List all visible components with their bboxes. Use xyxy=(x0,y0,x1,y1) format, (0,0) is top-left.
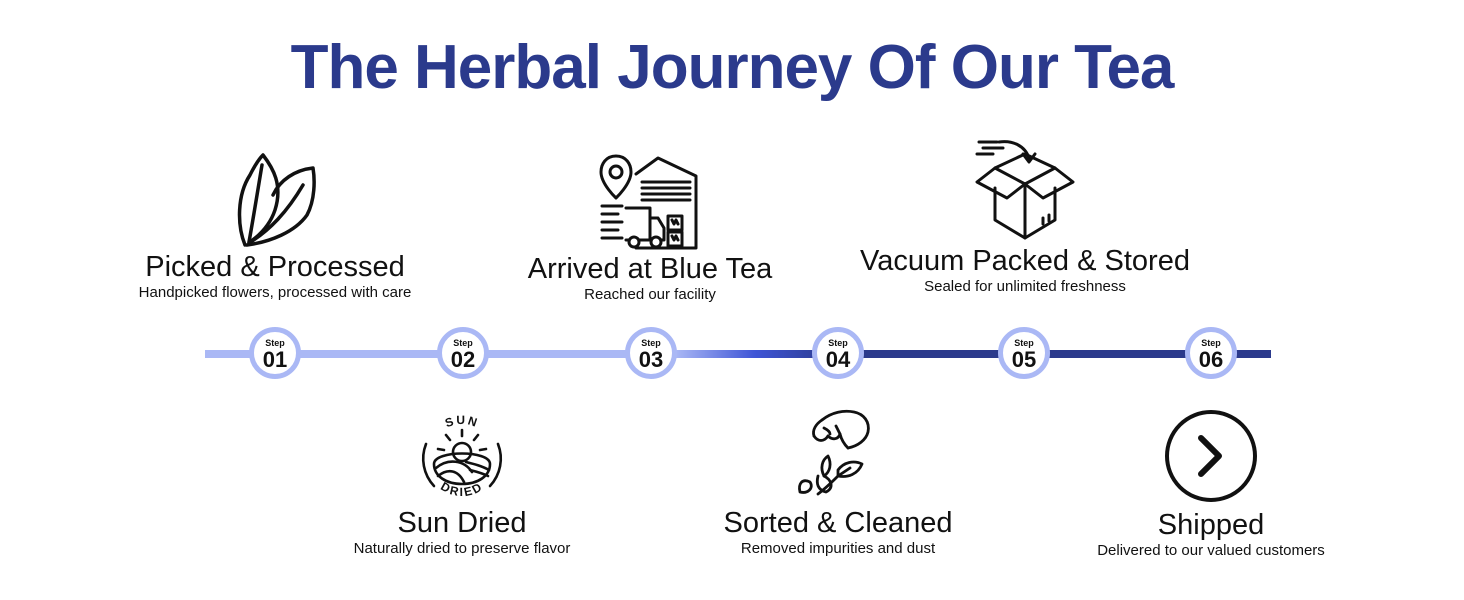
step-block-04: Sorted & Cleaned Removed impurities and … xyxy=(658,406,1018,558)
step-number: 01 xyxy=(262,347,288,372)
step-description: Sealed for unlimited freshness xyxy=(924,278,1126,295)
step-description: Naturally dried to preserve flavor xyxy=(353,540,571,557)
step-marker-04: Step 04 xyxy=(812,327,864,379)
step-word: Step xyxy=(1201,338,1221,348)
step-description: Removed impurities and dust xyxy=(740,540,936,557)
step-block-02: SUN DRIED Sun Dried Naturally dried to p… xyxy=(282,406,642,558)
step-description: Delivered to our valued customers xyxy=(1097,542,1325,559)
step-marker-06: Step 06 xyxy=(1185,327,1237,379)
step-number: 06 xyxy=(1198,347,1224,372)
step-label: Vacuum Packed & Stored xyxy=(860,245,1190,277)
step-label: Arrived at Blue Tea xyxy=(527,253,773,285)
step-word: Step xyxy=(641,338,661,348)
timeline-segment-dark xyxy=(835,350,1271,358)
step-block-06: Shipped Delivered to our valued customer… xyxy=(1031,408,1391,560)
step-word: Step xyxy=(453,338,473,348)
step-block-01: Picked & Processed Handpicked flowers, p… xyxy=(95,150,455,302)
step-marker-02: Step 02 xyxy=(437,327,489,379)
svg-text:SUN: SUN xyxy=(443,413,480,430)
step-marker-05: Step 05 xyxy=(998,327,1050,379)
step-word: Step xyxy=(828,338,848,348)
step-block-03: Arrived at Blue Tea Reached our facility xyxy=(470,152,830,304)
step-number: 03 xyxy=(638,347,664,372)
step-word: Step xyxy=(265,338,285,348)
badge-text-bottom: DRIED xyxy=(438,479,483,499)
step-label: Shipped xyxy=(1157,509,1265,541)
step-marker-01: Step 01 xyxy=(249,327,301,379)
step-number: 05 xyxy=(1011,347,1037,372)
step-marker-03: Step 03 xyxy=(625,327,677,379)
step-block-05: Vacuum Packed & Stored Sealed for unlimi… xyxy=(845,138,1205,296)
timeline-track xyxy=(205,350,1271,358)
box-packing-icon xyxy=(975,140,1075,240)
chevron-right-circle-icon xyxy=(1165,410,1257,502)
timeline-segment-gradient xyxy=(675,350,835,358)
step-number: 02 xyxy=(450,347,476,372)
page-title: The Herbal Journey Of Our Tea xyxy=(290,33,1175,102)
badge-text-top: SUN xyxy=(443,413,478,430)
step-number: 04 xyxy=(825,347,851,372)
hand-sorting-leaves-icon xyxy=(798,409,870,496)
step-label: Picked & Processed xyxy=(145,251,405,283)
step-description: Reached our facility xyxy=(584,286,716,303)
svg-text:DRIED: DRIED xyxy=(438,479,485,499)
step-description: Handpicked flowers, processed with care xyxy=(138,284,412,301)
step-word: Step xyxy=(1014,338,1034,348)
warehouse-truck-icon xyxy=(599,154,698,250)
step-label: Sun Dried xyxy=(397,507,527,539)
leaf-icon xyxy=(237,153,316,247)
sun-dried-badge-icon: SUN DRIED xyxy=(421,413,503,499)
step-label: Sorted & Cleaned xyxy=(723,507,953,539)
